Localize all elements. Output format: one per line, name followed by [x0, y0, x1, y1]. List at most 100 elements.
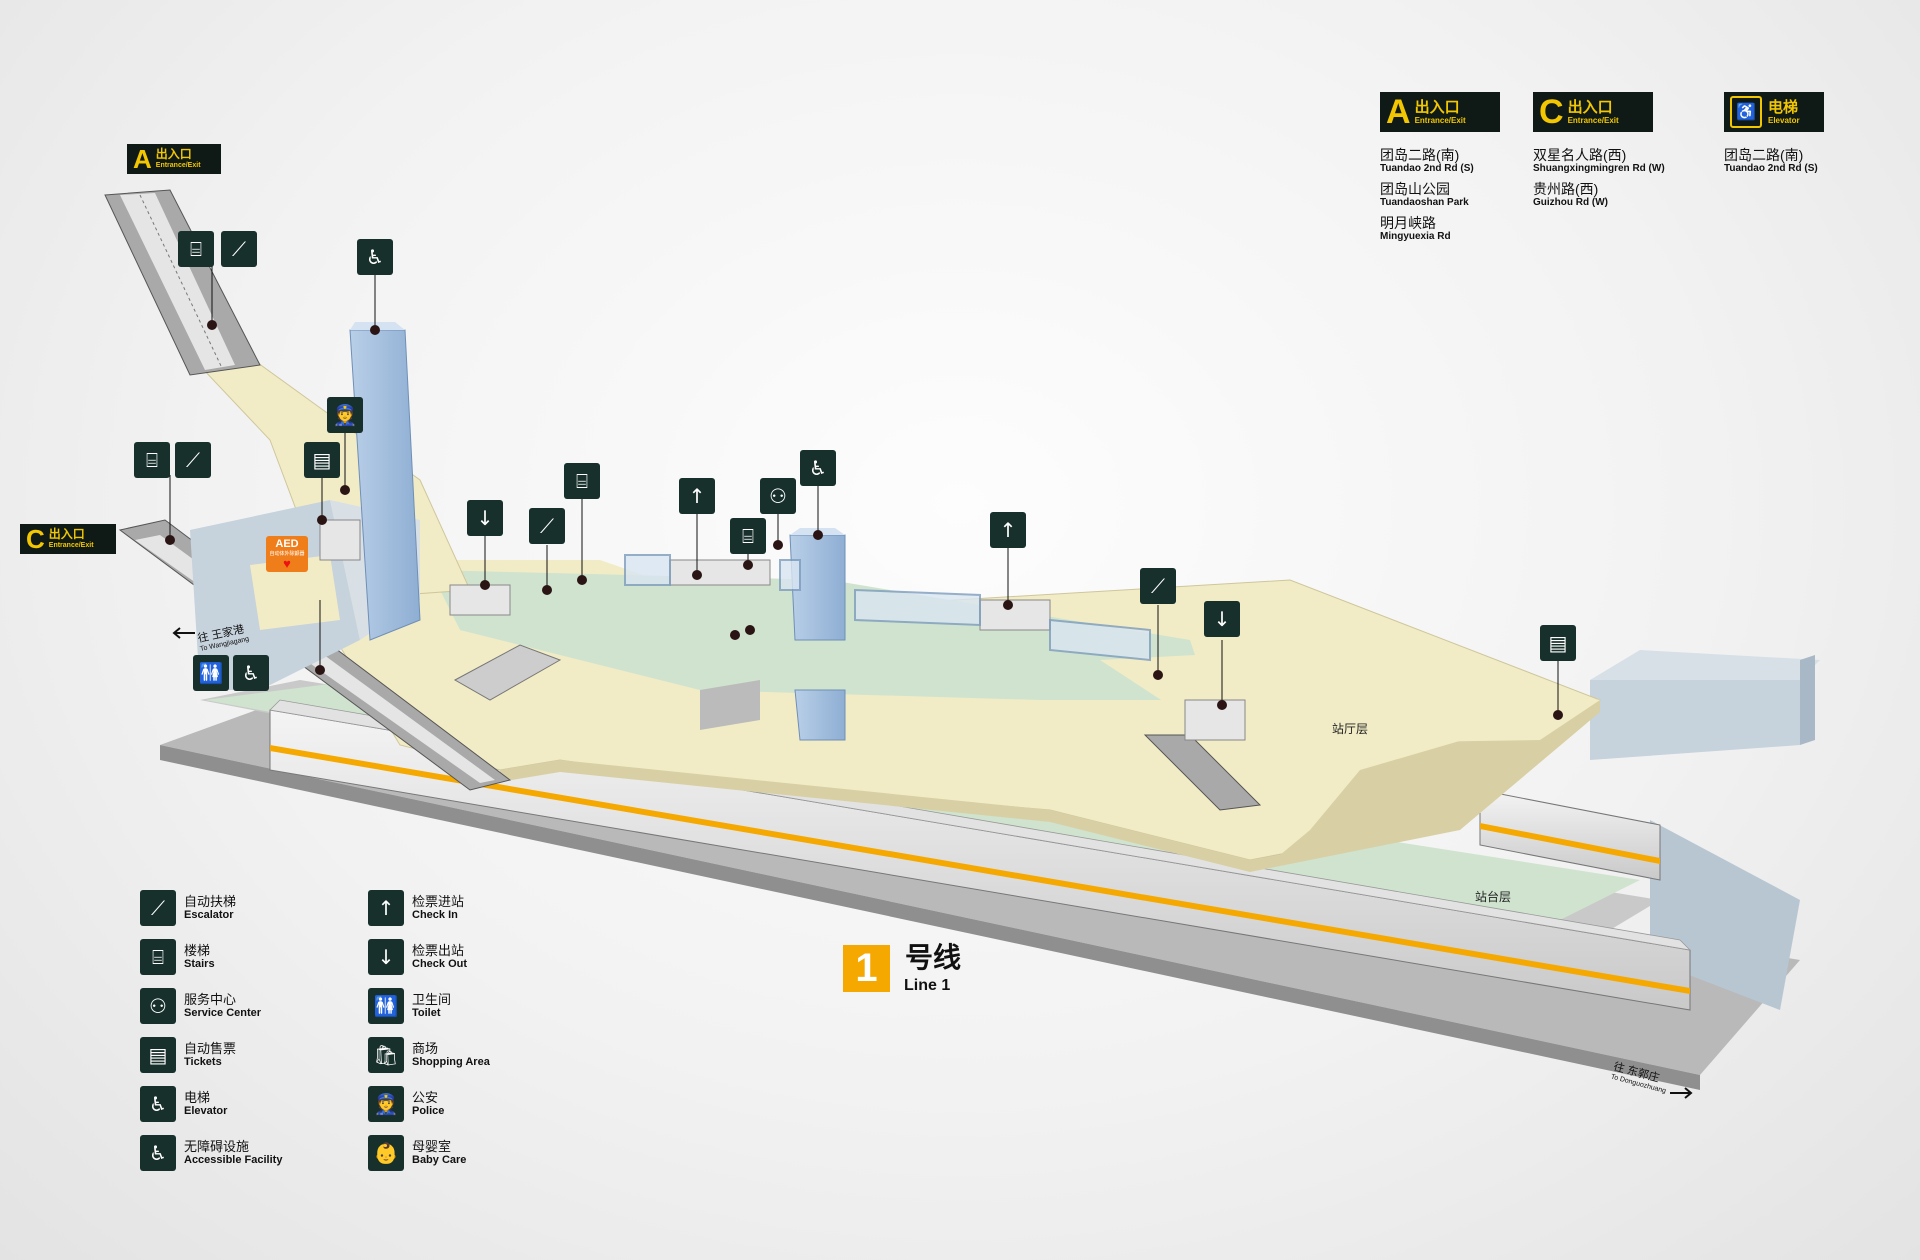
key-c-streets: 双星名人路(西) Shuangxingmingren Rd (W) 贵州路(西)…: [1533, 147, 1665, 215]
shopping-icon: 🛍: [368, 1037, 404, 1073]
street-zh: 团岛二路(南): [1724, 147, 1804, 163]
elevator-pillar-center: [789, 528, 846, 741]
legend-label-en: Tickets: [184, 1056, 222, 1068]
stairs-icon: ⌸: [140, 939, 176, 975]
escalator-icon: ⟋: [140, 890, 176, 926]
key-elevator-zh: 电梯: [1768, 98, 1799, 116]
svg-text:⟋: ⟋: [186, 448, 200, 472]
key-entrance-zh: 出入口: [1414, 98, 1460, 116]
check-out-icon: ↓: [368, 939, 404, 975]
entrance-a-escalator: [104, 189, 261, 376]
legend-label-zh: 公安: [412, 1090, 439, 1105]
police-icon: 👮: [368, 1086, 404, 1122]
svg-text:⌸: ⌸: [146, 448, 158, 472]
check-out-icon: ↓: [467, 500, 503, 536]
key-entrance-letter: C: [1539, 93, 1564, 131]
line-name-en: Line 1: [904, 977, 951, 994]
service-center-icon: ⚇: [140, 988, 176, 1024]
map-entrance-en: Entrance/Exit: [155, 162, 201, 169]
stairs-icon: ⌸: [564, 463, 600, 499]
street-en: Tuandao 2nd Rd (S): [1724, 163, 1818, 174]
tickets-icon: ▤: [304, 442, 340, 478]
legend-label-zh: 服务中心: [184, 992, 237, 1007]
street-zh: 双星名人路(西): [1533, 147, 1627, 163]
toilet-icon: 🚻: [368, 988, 404, 1024]
map-entrance-letter: A: [133, 144, 152, 174]
map-entrance-zh: 出入口: [48, 527, 85, 541]
sign-dots: [165, 320, 1563, 720]
legend-label-en: Toilet: [412, 1007, 441, 1019]
key-entrance-en: Entrance/Exit: [1567, 115, 1619, 125]
street-zh: 贵州路(西): [1533, 181, 1599, 197]
legend-label-en: Shopping Area: [412, 1056, 490, 1068]
elevator-icon: ♿: [140, 1086, 176, 1122]
legend-label-zh: 自动扶梯: [184, 894, 237, 909]
svg-text:▤: ▤: [1549, 631, 1568, 655]
legend-label-en: Accessible Facility: [184, 1154, 283, 1166]
svg-text:⟋: ⟋: [1151, 574, 1165, 598]
line-name-zh: 号线: [905, 942, 962, 973]
elevator-pillar-main: [349, 322, 421, 641]
legend-label-en: Service Center: [184, 1007, 262, 1019]
street-en: Tuandao 2nd Rd (S): [1380, 163, 1474, 174]
elevator-icon: ♿: [1730, 96, 1762, 128]
legend-label-en: Elevator: [184, 1105, 228, 1117]
svg-text:▤: ▤: [313, 448, 332, 472]
concourse-level: [250, 560, 1601, 872]
stairs-icon: ⌸: [730, 518, 766, 554]
accessible-icon: ♿: [140, 1135, 176, 1171]
svg-text:♿: ♿: [366, 245, 384, 269]
street-zh: 明月峡路: [1380, 215, 1436, 231]
elevator-icon: ♿: [357, 239, 393, 275]
stairs-icon: ⌸: [134, 442, 170, 478]
street-en: Shuangxingmingren Rd (W): [1533, 163, 1665, 174]
svg-text:⟋: ⟋: [540, 514, 554, 538]
key-entrance-zh: 出入口: [1567, 98, 1613, 116]
aed-title: AED: [275, 538, 299, 550]
aed-heart-icon: ♥: [283, 556, 291, 571]
legend-label-en: Stairs: [184, 958, 215, 970]
map-entrance-zh: 出入口: [155, 147, 192, 161]
map-signs: ⌸ ⟋ ♿ 👮 ▤ ⌸ ⟋ ↓ ⟋ ⌸ ↑ ⌸ ⚇ ♿ ↑ ⟋ ↓ ▤ 🚻 ♿: [134, 231, 1576, 691]
police-icon: 👮: [327, 397, 363, 433]
svg-text:↑: ↑: [689, 484, 706, 508]
svg-text:↓: ↓: [1214, 607, 1231, 631]
legend-label-en: Escalator: [184, 909, 234, 921]
street-zh: 团岛二路(南): [1380, 147, 1460, 163]
key-elevator-en: Elevator: [1768, 115, 1800, 125]
check-in-icon: ↑: [368, 890, 404, 926]
svg-text:⌸: ⌸: [576, 469, 588, 493]
legend-label-zh: 自动售票: [184, 1041, 237, 1056]
svg-text:♿: ♿: [242, 661, 260, 685]
check-in-icon: ↑: [990, 512, 1026, 548]
legend-label-en: Check Out: [412, 958, 468, 970]
street-en: Guizhou Rd (W): [1533, 197, 1608, 208]
escalator-icon: ⟋: [529, 508, 565, 544]
platform-floor-label: 站台层: [1475, 890, 1512, 904]
escalator-icon: ⟋: [221, 231, 257, 267]
check-in-icon: ↑: [679, 478, 715, 514]
legend-label-zh: 电梯: [184, 1090, 211, 1105]
escalator-icon: ⟋: [175, 442, 211, 478]
aed-sub: 自动体外除颤器: [269, 551, 305, 557]
svg-text:⚇: ⚇: [769, 484, 787, 508]
map-entrance-letter: C: [26, 524, 45, 554]
baby-care-icon: 👶: [368, 1135, 404, 1171]
legend-label-zh: 母婴室: [412, 1139, 452, 1154]
concourse-floor-label: 站厅层: [1332, 722, 1369, 736]
line-number-badge: 1: [843, 945, 890, 992]
check-out-icon: ↓: [1204, 601, 1240, 637]
